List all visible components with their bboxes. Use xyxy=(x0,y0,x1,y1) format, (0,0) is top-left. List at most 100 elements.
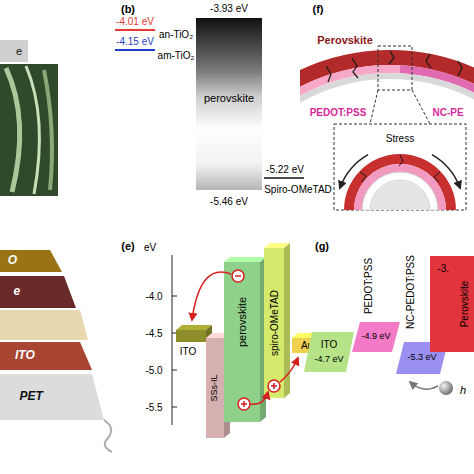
film-crack xyxy=(458,61,462,76)
box-shape xyxy=(352,322,400,352)
inset-interlayer xyxy=(362,172,438,210)
film-crack xyxy=(426,54,431,68)
light-arrow xyxy=(410,382,438,389)
hole-symbol xyxy=(238,398,250,410)
box-front-face xyxy=(264,248,284,398)
photo-streak xyxy=(6,68,20,192)
zoom-leader xyxy=(370,90,378,124)
box-text: ITO xyxy=(15,349,35,362)
vertical-label: spiro-OMeTAD xyxy=(269,290,280,356)
film-crack xyxy=(399,155,403,166)
layer-band xyxy=(0,310,88,340)
energy-level-box: PEDOT:PSS-4.9 eV xyxy=(352,322,400,352)
film-crack xyxy=(389,51,394,64)
layer-label: NC-PE xyxy=(432,107,463,118)
box-text: e xyxy=(13,285,20,298)
axis-tick: -5.5 xyxy=(145,402,162,413)
energy-value: -3.93 eV xyxy=(210,3,248,14)
box-front-face xyxy=(224,262,260,422)
box-shape xyxy=(0,250,62,272)
energy-level-box: Perovskite -3. xyxy=(430,256,474,352)
layer-band: e xyxy=(0,276,76,308)
box-text: -4.7 eV xyxy=(314,355,343,365)
layer-label: PEDOT:PSS xyxy=(310,107,367,118)
box-text: -4.9 eV xyxy=(361,332,390,342)
box-shape xyxy=(304,332,354,372)
box-top-face xyxy=(224,257,266,262)
perovskite-band: perovskite xyxy=(196,18,262,190)
light-source xyxy=(439,381,453,395)
energy-level-line xyxy=(115,49,155,51)
panel-letter: (f) xyxy=(313,3,324,15)
energy-box: perovskite xyxy=(224,262,260,422)
energy-value: -4.15 eV xyxy=(116,36,154,47)
box-outline xyxy=(304,332,354,372)
axis-tick-mark xyxy=(172,296,177,297)
energy-value: -5.46 eV xyxy=(210,196,248,207)
layer-band: O xyxy=(0,250,62,272)
inset-perovskite xyxy=(344,154,456,210)
layer-label: Perovskite xyxy=(317,34,373,46)
box-text: O xyxy=(8,254,17,267)
vertical-label: perovskite xyxy=(236,297,248,347)
energy-value: -4.01 eV xyxy=(116,16,154,27)
stress-arrow xyxy=(340,155,368,189)
axis-tick: -4.0 xyxy=(145,291,162,302)
film-crack xyxy=(352,58,358,78)
energy-box: SSs-IL xyxy=(206,338,224,438)
panel-letter: (g) xyxy=(315,240,329,252)
layer-band: PET xyxy=(0,374,104,420)
box-text: ITO xyxy=(180,346,196,357)
film-crack xyxy=(360,172,366,182)
energy-box: spiro-OMeTAD xyxy=(264,248,284,398)
film-crack xyxy=(326,66,331,82)
hole-symbol xyxy=(241,401,247,407)
box-front-face xyxy=(176,330,206,342)
box-shape xyxy=(0,342,92,370)
photon-symbol: h xyxy=(460,384,466,396)
zoom-box xyxy=(378,46,412,90)
electron-symbol xyxy=(232,270,244,282)
box-text: ITO xyxy=(321,339,337,350)
hole-symbol xyxy=(268,380,280,392)
axis-unit: eV xyxy=(144,242,156,253)
hole-transfer-arrow xyxy=(280,358,298,382)
vertical-label: SSs-IL xyxy=(210,374,220,401)
axis-tick-mark xyxy=(172,407,177,408)
box-text: PET xyxy=(20,390,43,403)
energy-level-box: ITO -4.7 eV xyxy=(304,332,354,372)
substrate-curl xyxy=(104,420,112,452)
axis-tick: -5.0 xyxy=(145,365,162,376)
electron-symbol xyxy=(235,275,241,277)
stress-label: Stress xyxy=(386,133,414,144)
zoom-leader xyxy=(412,90,430,124)
box-outline xyxy=(0,276,76,308)
box-front-face xyxy=(206,338,224,438)
stress-arrow xyxy=(432,155,460,189)
energy-level-line xyxy=(264,177,304,179)
box-shape xyxy=(0,374,104,420)
panel-letter: (e) xyxy=(121,240,134,252)
layer-band: ITO xyxy=(0,342,92,370)
hole-symbol xyxy=(271,383,277,389)
box-text: -5.3 eV xyxy=(407,353,436,363)
energy-axis xyxy=(172,255,173,425)
box-text: -3. xyxy=(437,263,449,274)
vertical-label: Perovskite xyxy=(458,281,469,328)
energy-box: ITO xyxy=(176,330,206,342)
energy-value: -5.22 eV xyxy=(266,164,304,175)
device-photo xyxy=(0,64,58,196)
box-outline xyxy=(0,342,92,370)
photo-streak xyxy=(26,66,39,194)
photo-streak xyxy=(44,70,52,190)
energy-level-line xyxy=(115,29,155,31)
material-label: an-TiO₂ xyxy=(159,29,193,40)
box-outline xyxy=(0,374,104,420)
panel-letter: (b) xyxy=(121,3,135,15)
box-text: perovskite xyxy=(204,92,254,104)
inset-frame xyxy=(334,124,466,210)
material-label: am-TiO₂ xyxy=(158,50,195,61)
inset-pedot xyxy=(354,164,446,210)
hole-transfer-arrow xyxy=(250,392,268,404)
electron-transfer-arrow xyxy=(192,272,231,320)
